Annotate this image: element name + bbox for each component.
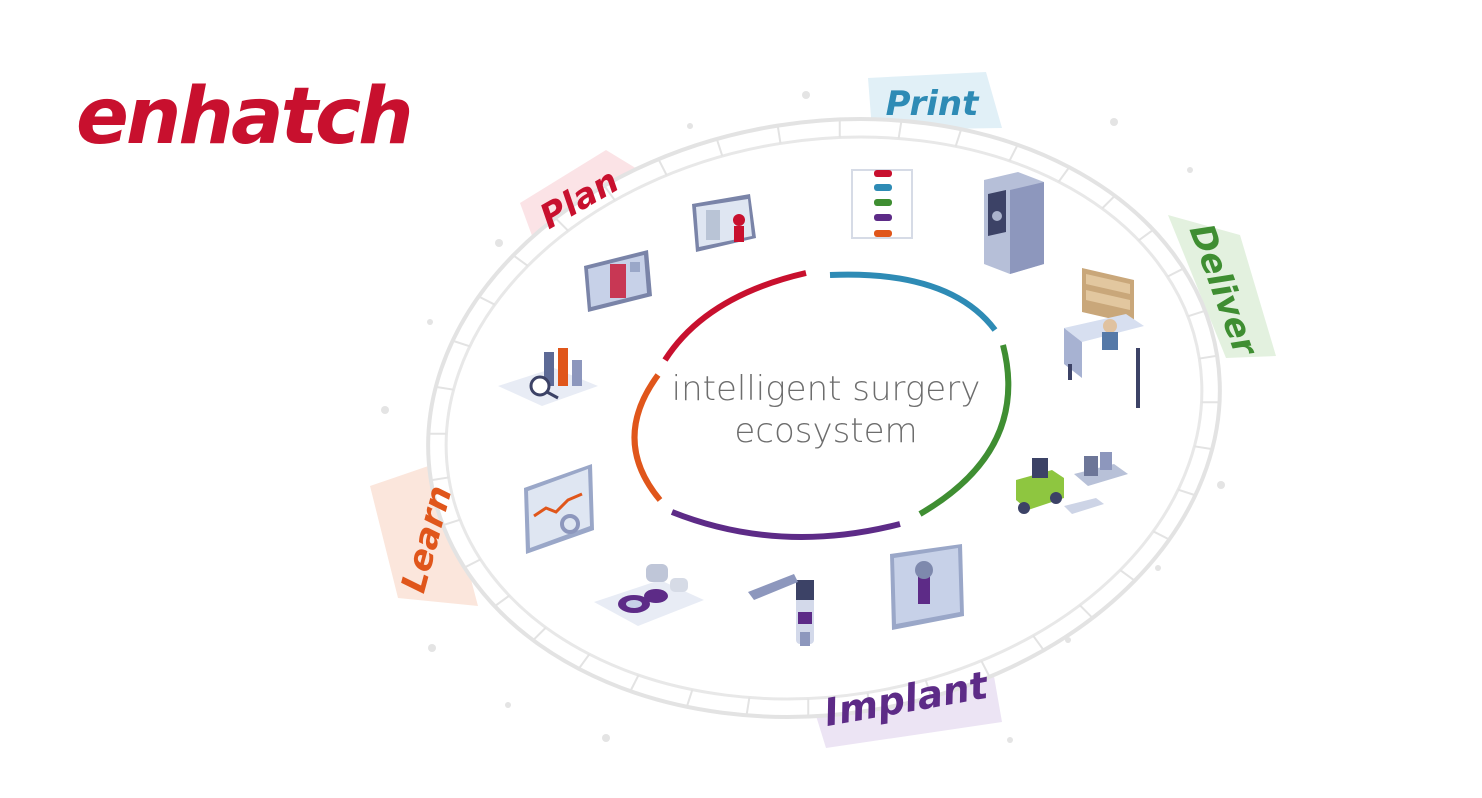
- ring-tick: [435, 385, 454, 391]
- surgical-robot-icon: [748, 574, 814, 646]
- knee-model-tablet-icon: [584, 250, 652, 312]
- ring-tick: [1177, 488, 1196, 497]
- knee-xray-tablet-icon: [692, 194, 756, 252]
- knee-scan-monitor-icon: [890, 544, 964, 630]
- ring-tick: [1187, 309, 1206, 318]
- ring-tick: [494, 594, 510, 608]
- center-title-line1: intelligent surgery: [672, 369, 981, 409]
- ring-tick: [452, 339, 471, 348]
- ring-tick: [463, 558, 481, 569]
- ring-tick: [1194, 445, 1213, 451]
- ring-tick: [1101, 195, 1116, 210]
- ring-tick: [1032, 635, 1045, 651]
- ring-tick: [532, 626, 547, 641]
- ring-tick: [1057, 166, 1071, 183]
- workflow-diagram-icon: [851, 169, 913, 239]
- ring-tick: [1167, 267, 1185, 278]
- ring-tick: [745, 697, 751, 716]
- analytics-monitor-icon: [524, 464, 594, 554]
- center-title-line2: ecosystem: [734, 411, 917, 451]
- ring-tick: [657, 158, 668, 176]
- ring-tick: [685, 689, 694, 708]
- implant-components-icon: [594, 564, 704, 626]
- ring-tick: [866, 692, 872, 711]
- forklift-icon: [1016, 452, 1128, 514]
- stage-tab-deliver[interactable]: [1168, 215, 1276, 358]
- ring-tick: [776, 125, 782, 144]
- ring-tick: [1138, 228, 1154, 242]
- stage-tab-learn[interactable]: [370, 462, 478, 606]
- ring-tick: [715, 138, 724, 157]
- stage-arcs: [631, 270, 1012, 540]
- ring-tick: [478, 295, 496, 306]
- background-dots: [381, 91, 1225, 743]
- stage-label-print: Print: [886, 84, 981, 124]
- ring-tick: [577, 653, 591, 670]
- enhatch-logo: enhatch: [76, 72, 414, 162]
- ring-tick: [430, 476, 449, 482]
- 3d-printer-icon: [984, 172, 1044, 274]
- ring-tick: [980, 660, 991, 678]
- ring-tick: [629, 674, 640, 692]
- ring-tick: [1008, 144, 1019, 162]
- stage-tab-print[interactable]: [868, 72, 1002, 130]
- ring-tick: [954, 128, 963, 147]
- ring-tick: [924, 679, 933, 698]
- ring-tick: [442, 518, 461, 527]
- ring-tick: [1152, 530, 1170, 541]
- ring-tick: [1199, 354, 1218, 360]
- ring-tick: [512, 254, 529, 267]
- data-chart-magnifier-icon: [498, 348, 598, 406]
- ring-tick: [897, 120, 903, 139]
- ring-tick: [1119, 569, 1136, 582]
- ring-tick: [1079, 604, 1094, 619]
- warehouse-desk-icon: [1064, 268, 1144, 408]
- ring-tick: [554, 217, 569, 232]
- ring-tick: [603, 185, 616, 201]
